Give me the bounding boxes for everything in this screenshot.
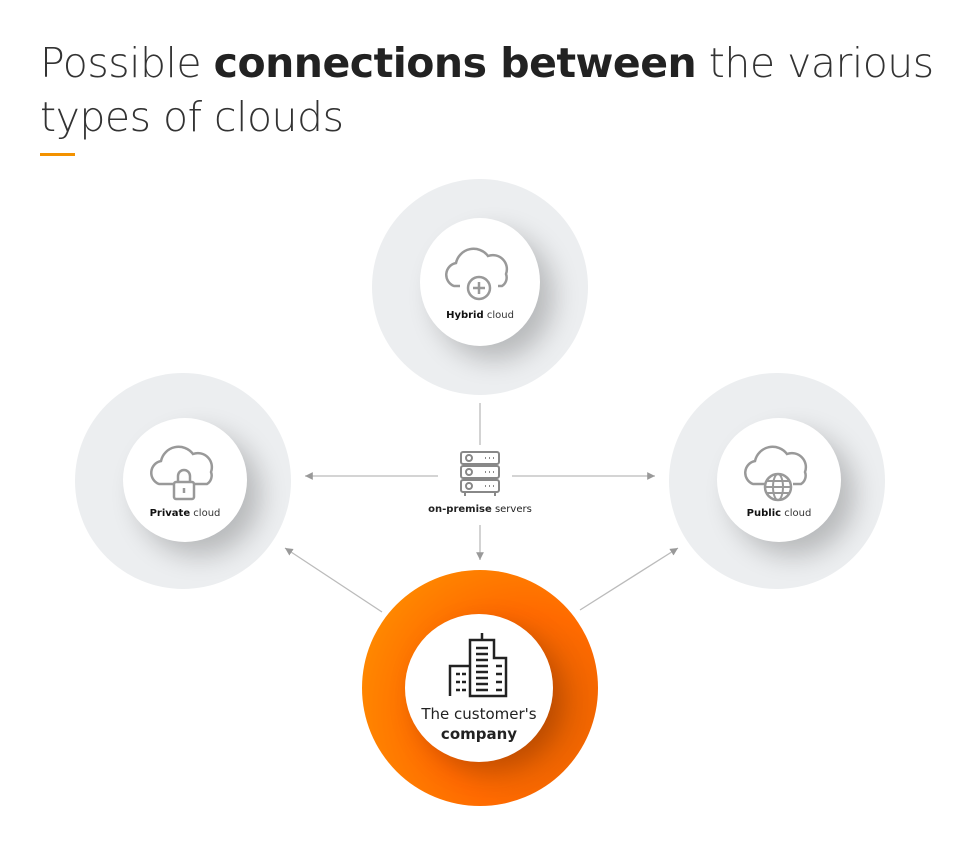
arrow-company-public — [579, 547, 679, 611]
on-premise-servers-node[interactable]: on-premise servers — [428, 450, 532, 515]
private-cloud-label: Private cloud — [150, 508, 221, 519]
company-node[interactable]: The customer's company — [405, 614, 553, 762]
public-cloud-label: Public cloud — [747, 508, 812, 519]
private-cloud-node[interactable]: Private cloud — [123, 418, 247, 542]
label-bold: Private — [149, 507, 191, 519]
public-cloud-node[interactable]: Public cloud — [717, 418, 841, 542]
label-rest: servers — [491, 504, 532, 515]
company-label: The customer's company — [421, 704, 536, 744]
label-rest: cloud — [483, 309, 514, 321]
title-part1: Possible — [40, 39, 214, 87]
cloud-lock-icon — [150, 445, 214, 500]
label-rest: cloud — [190, 507, 221, 519]
label-bold: Public — [746, 507, 782, 519]
label-rest: cloud — [781, 507, 812, 519]
label-bold: on-premise — [428, 504, 492, 515]
arrow-company-private — [284, 547, 383, 613]
cloud-globe-icon — [744, 445, 808, 501]
label-bold: company — [440, 725, 518, 743]
label-bold: Hybrid — [446, 309, 484, 321]
accent-bar — [40, 153, 75, 156]
server-rack-icon — [460, 451, 500, 496]
cloud-plus-icon — [445, 247, 509, 300]
servers-label: on-premise servers — [420, 504, 540, 515]
title-part2: the various types of clouds — [40, 39, 934, 141]
hybrid-cloud-label: Hybrid cloud — [446, 310, 514, 321]
title-bold: connections between — [213, 39, 697, 87]
page-title: Possible connections between the various… — [40, 36, 960, 144]
hybrid-cloud-node[interactable]: Hybrid cloud — [420, 218, 540, 346]
building-icon — [448, 633, 508, 698]
label-line1: The customer's — [421, 705, 537, 723]
